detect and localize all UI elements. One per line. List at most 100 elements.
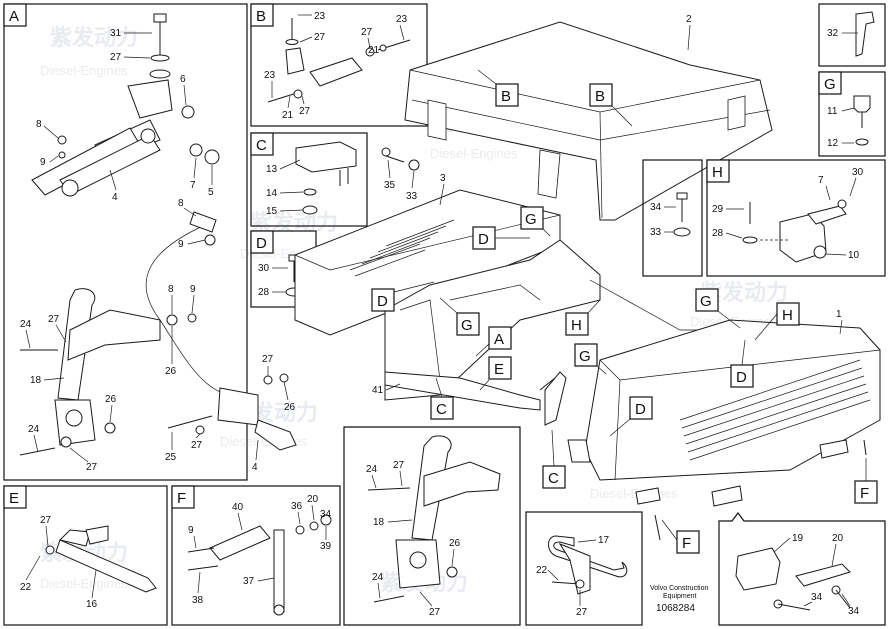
label-a-8b: 8 [178, 198, 184, 209]
label-a-8c: 8 [168, 284, 174, 295]
document-number: 1068284 [656, 603, 695, 614]
detail-panel-34: 34 33 [642, 159, 703, 277]
detail-panel-a: A [3, 3, 297, 481]
callout-d-2: D [377, 293, 388, 310]
callout-c-2: C [548, 470, 559, 487]
callout-d-3: D [736, 369, 747, 386]
detail-panel-19: 19 20 34 34 [718, 512, 886, 626]
label-a-24: 24 [20, 319, 32, 330]
label-h-30: 30 [852, 167, 864, 178]
label-a-9c: 9 [190, 284, 196, 295]
label-f-37: 37 [243, 576, 255, 587]
callout-d-4: D [635, 401, 646, 418]
label-a-8: 8 [36, 119, 42, 130]
callout-h-2: H [782, 307, 793, 324]
detail-panel-b: B 23 27 27 21 23 23 21 27 [250, 3, 428, 127]
label-a-9b: 9 [178, 239, 184, 250]
label-a-27c: 27 [86, 462, 98, 473]
label-18-27b: 27 [429, 607, 441, 618]
detail-panel-c: C 13 14 15 [250, 132, 368, 227]
label-33: 33 [650, 227, 662, 238]
label-a-5: 5 [208, 187, 214, 198]
main-callouts: B B G D D G A E H G H G D [371, 69, 878, 554]
frame-vents [349, 219, 455, 277]
label-18-24: 24 [366, 464, 378, 475]
panel-letter-h: H [712, 164, 723, 181]
label-a-26c: 26 [284, 402, 296, 413]
callout-d-1: D [478, 231, 489, 248]
label-19-20: 20 [832, 533, 844, 544]
label-main-35: 35 [384, 180, 396, 191]
label-a-18: 18 [30, 375, 42, 386]
label-e-27: 27 [40, 515, 52, 526]
label-f-40: 40 [232, 502, 244, 513]
label-b-21: 21 [368, 45, 380, 56]
label-h-7: 7 [818, 175, 824, 186]
panel-letter-e: E [9, 490, 19, 507]
label-a-27d: 27 [191, 440, 203, 451]
label-b-23c: 23 [264, 70, 276, 81]
svg-text:Diesel-Engines: Diesel-Engines [40, 576, 128, 591]
footer-caption-line2: Equipment [663, 593, 697, 600]
label-a-6: 6 [180, 74, 186, 85]
detail-panel-e: E 27 22 16 [3, 485, 168, 626]
label-main-33: 33 [406, 191, 418, 202]
label-a-9: 9 [40, 157, 46, 168]
label-f-20: 20 [307, 494, 319, 505]
label-a-7: 7 [190, 180, 196, 191]
label-a-27: 27 [110, 52, 122, 63]
panel-letter-f: F [177, 490, 186, 507]
label-d-30: 30 [258, 263, 270, 274]
callout-e: E [494, 361, 504, 378]
label-18-24b: 24 [372, 572, 384, 583]
panel-letter-c: C [256, 137, 267, 154]
callout-b-1: B [501, 88, 511, 105]
callout-c-1: C [436, 401, 447, 418]
svg-text:Diesel-Engines: Diesel-Engines [40, 63, 128, 78]
svg-text:Diesel-Engines: Diesel-Engines [590, 486, 678, 501]
label-a-31: 31 [110, 28, 122, 39]
label-main-1: 1 [836, 309, 842, 320]
label-main-41: 41 [372, 385, 384, 396]
label-b-23: 23 [314, 11, 326, 22]
svg-text:紫发动力: 紫发动力 [50, 25, 138, 50]
label-b-23b: 23 [396, 14, 408, 25]
label-a-25: 25 [165, 452, 177, 463]
label-g-11: 11 [827, 106, 838, 117]
label-a-27b: 27 [48, 314, 60, 325]
panel-letter-d: D [256, 235, 267, 252]
label-a-26b: 26 [105, 394, 117, 405]
label-b-27c: 27 [299, 106, 311, 117]
footer-caption-line1: Volvo Construction [650, 585, 708, 592]
label-main-2: 2 [686, 14, 692, 25]
detail-panel-18: 24 27 18 26 24 27 [343, 426, 521, 626]
detail-panel-17: 17 22 27 [525, 511, 643, 626]
callout-g-2: G [461, 317, 473, 334]
label-34: 34 [650, 202, 662, 213]
detail-panel-g: G 11 12 [818, 71, 886, 157]
callout-f-2: F [682, 535, 691, 552]
main-assembly: 2 3 35 33 41 1 [294, 14, 881, 541]
label-17-17: 17 [598, 535, 610, 546]
label-18-27: 27 [393, 460, 405, 471]
detail-panel-h: H 7 30 29 28 10 [706, 159, 886, 277]
label-d-28: 28 [258, 287, 270, 298]
label-19-34b: 34 [848, 606, 860, 617]
label-b-27b: 27 [361, 27, 373, 38]
label-a-4: 4 [112, 192, 118, 203]
label-b-27: 27 [314, 32, 326, 43]
callout-a: A [494, 331, 504, 348]
label-18-18: 18 [373, 517, 385, 528]
panel-letter-g: G [824, 76, 836, 93]
label-19-34: 34 [811, 592, 823, 603]
label-a-4b: 4 [252, 462, 258, 473]
label-f-38: 38 [192, 595, 204, 606]
label-f-39: 39 [320, 541, 332, 552]
label-h-29: 29 [712, 204, 724, 215]
panel-letter-a: A [9, 8, 19, 25]
label-h-10: 10 [848, 250, 860, 261]
label-h-28: 28 [712, 228, 724, 239]
label-c-15: 15 [266, 206, 278, 217]
label-17-27: 27 [576, 607, 588, 618]
